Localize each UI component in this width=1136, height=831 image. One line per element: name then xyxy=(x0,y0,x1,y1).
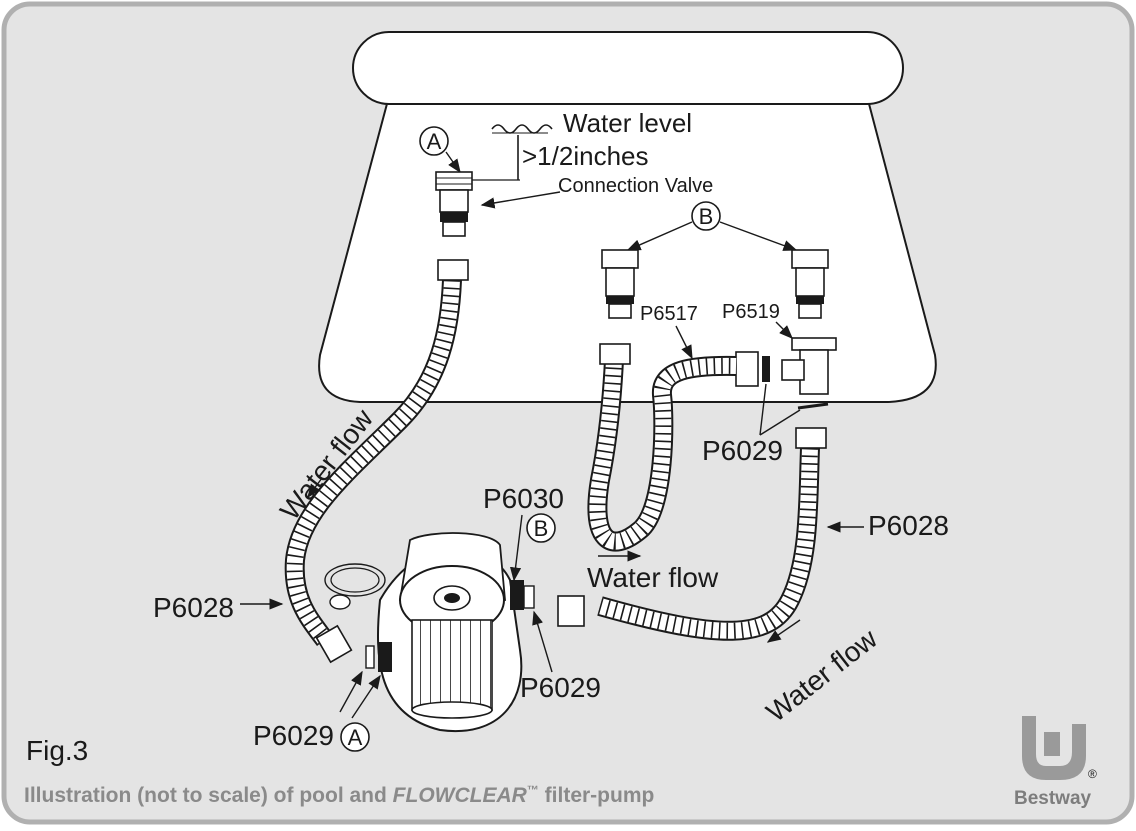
p6519-label: P6519 xyxy=(722,301,780,323)
connection-valve-label: Connection Valve xyxy=(558,175,713,197)
p6029-tee-label: P6029 xyxy=(702,435,783,466)
valve-b-letter: B xyxy=(699,204,714,229)
power-cord xyxy=(324,563,386,597)
valve-a-letter: A xyxy=(427,129,442,154)
water-flow-mid-label: Water flow xyxy=(587,562,719,593)
connection-valve-a: A Connection Valve xyxy=(419,126,713,237)
bestway-logo: ® Bestway xyxy=(1014,716,1097,809)
connection-valves-b: B xyxy=(601,201,829,319)
valve-b-marker xyxy=(691,201,721,231)
pump-b-letter: B xyxy=(534,516,549,541)
hoses xyxy=(284,259,827,664)
p6028-right-label: P6028 xyxy=(868,510,949,541)
pump-b-marker xyxy=(526,513,556,543)
tee-fitting: P6029 xyxy=(702,337,837,466)
pump-a-letter: A xyxy=(348,725,363,750)
caption-brand: FLOWCLEAR xyxy=(393,784,528,807)
pool-top-ring xyxy=(352,31,904,105)
water-level-indicator: Water level >1/2inches xyxy=(470,108,692,181)
valve-a-marker xyxy=(419,126,449,156)
p6028-left-label: P6028 xyxy=(153,592,234,623)
registered-mark: ® xyxy=(1088,767,1097,781)
caption-part-1: Illustration (not to scale) of pool and xyxy=(24,784,393,807)
figure-caption: Illustration (not to scale) of pool and … xyxy=(24,783,654,807)
water-level-label: Water level xyxy=(563,108,692,138)
p6029-left-label: P6029 xyxy=(253,720,334,751)
pump-a-marker xyxy=(340,722,370,752)
p6030-label: P6030 xyxy=(483,483,564,514)
p6517-label: P6517 xyxy=(640,303,698,325)
filter-pump xyxy=(324,532,535,733)
filter-cartridge xyxy=(411,619,493,711)
caption-trademark: ™ xyxy=(527,783,539,797)
brand-name: Bestway xyxy=(1014,788,1092,809)
pump-inlet xyxy=(378,642,392,672)
depth-label: >1/2inches xyxy=(522,141,648,171)
figure-label: Fig.3 xyxy=(26,735,88,766)
caption-part-2: filter-pump xyxy=(539,784,655,807)
p6029-right-label: P6029 xyxy=(520,672,601,703)
pump-outlet xyxy=(510,580,524,610)
bestway-logo-mark xyxy=(1022,716,1086,780)
